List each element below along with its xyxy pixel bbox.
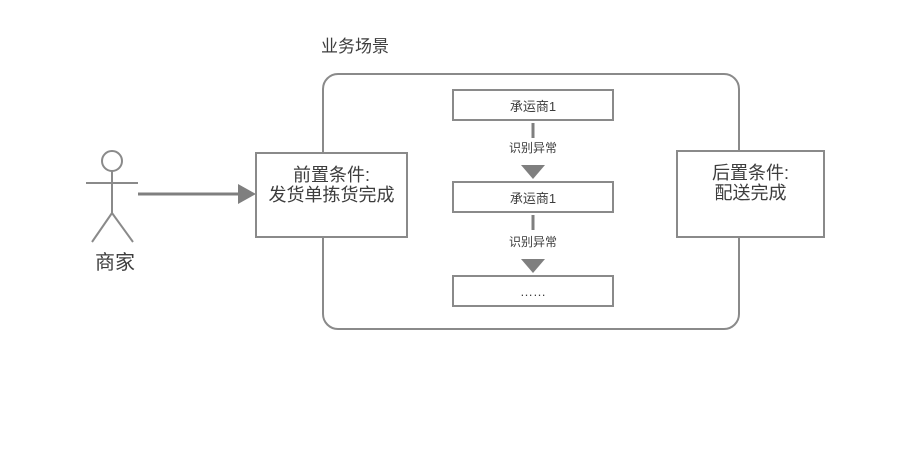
precondition-title: 前置条件: — [292, 165, 370, 185]
edge-2-label: 识别异常 — [508, 235, 557, 249]
actor-head — [101, 150, 123, 172]
scenario-title: 业务场景 — [321, 37, 389, 56]
arrow-head-right-icon — [238, 184, 256, 204]
actor-to-precondition-arrow — [138, 184, 256, 204]
actor-figure — [86, 150, 138, 243]
precondition-text: 发货单拣货完成 — [268, 185, 395, 205]
precondition-box: 前置条件: 发货单拣货完成 — [255, 152, 408, 238]
actor-label: 商家 — [95, 252, 135, 274]
actor-leg-left — [91, 212, 113, 243]
postcondition-text: 配送完成 — [714, 183, 787, 203]
flow-step-label: 承运商1 — [509, 98, 557, 114]
flow-step-label: 承运商1 — [509, 190, 557, 206]
actor-leg-right — [111, 212, 134, 243]
flow-step-carrier-2: 承运商1 — [452, 181, 614, 213]
flow-step-ellipsis: …… — [452, 275, 614, 307]
flow-step-carrier-1: 承运商1 — [452, 89, 614, 121]
edge-1-label: 识别异常 — [508, 141, 557, 155]
flow-step-label: …… — [520, 283, 546, 299]
postcondition-title: 后置条件: — [711, 163, 789, 183]
postcondition-box: 后置条件: 配送完成 — [676, 150, 825, 238]
